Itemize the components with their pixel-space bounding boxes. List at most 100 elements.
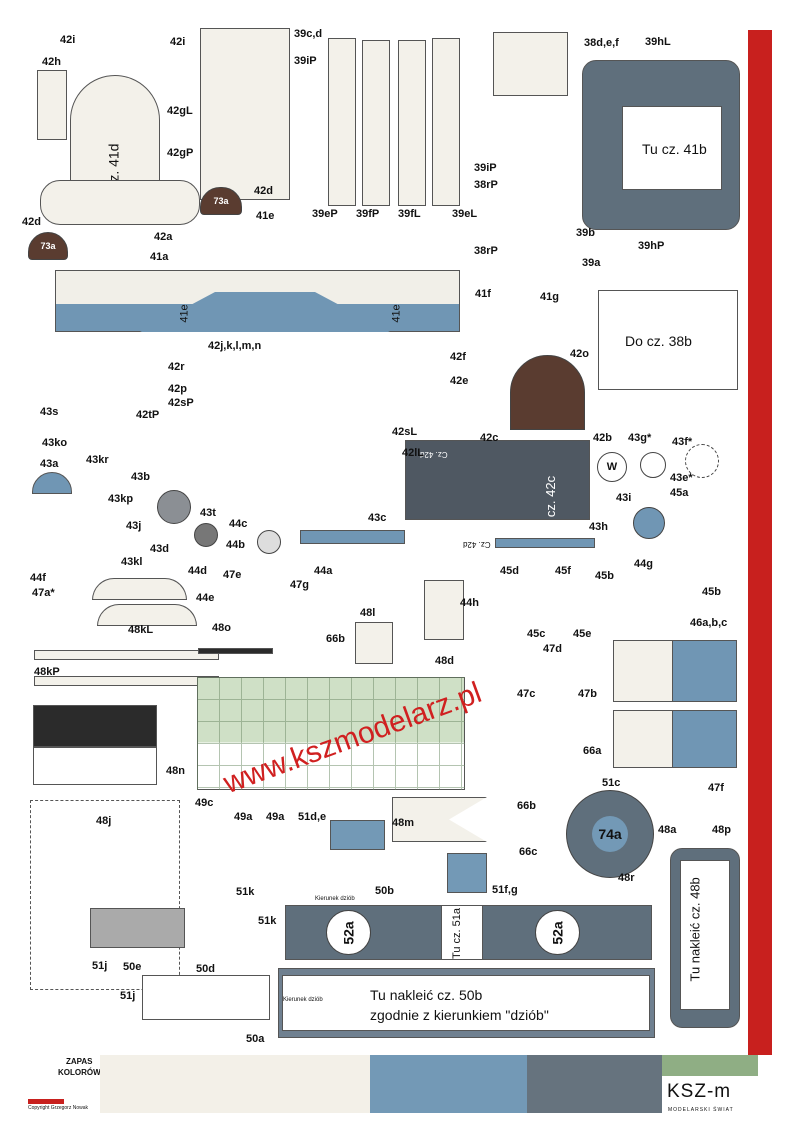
part-label: 66b [517,800,536,812]
part-43c [300,530,405,544]
part-label: 42r [168,361,185,373]
publisher-logo-red [28,1099,64,1104]
part-label: 48p [712,824,731,836]
part-label: 42i [60,34,76,46]
part-42c [405,440,590,520]
part-label: 42lL [402,447,425,459]
part-label: 50b [375,885,394,897]
part-label: 49c [195,797,214,809]
part-50d [142,975,270,1020]
do-38b-label: Do cz. 38b [625,333,692,349]
part-39eL [432,38,460,206]
part-label: 48kP [34,666,60,678]
part-label: 42gL [167,105,193,117]
part-label: 45d [500,565,519,577]
part-label: 45b [595,570,614,582]
part-label: 38rP [474,245,498,257]
part-48kP [34,676,219,686]
part-51fg [447,853,487,893]
part-label: 42sP [168,397,194,409]
part-43f [640,452,666,478]
part-label: 42j,k,l,m,n [208,340,262,352]
part-42d-73a-left: 73a [28,232,68,260]
part-label: 48o [212,622,231,634]
part-43i [633,507,665,539]
part-label: 43j [126,520,142,532]
part-label: 41g [540,291,559,303]
part-label: 50a [246,1033,265,1045]
part-label: 47e [223,569,242,581]
tu-41b-label: Tu cz. 41b [642,141,707,157]
wing-41e-label: 41e [390,304,403,323]
part-label: 43kp [108,493,134,505]
part-label: 44a [314,565,333,577]
part-46a [613,640,673,702]
part-48o [198,648,273,654]
part-label: 43e* [670,472,693,484]
part-46b-windows [613,710,673,768]
part-52a-left: 52a [326,910,371,955]
part-44h [424,580,464,640]
part-label: 44b [226,539,245,551]
part-label: 66b [326,633,345,645]
part-label: 42d [22,216,41,228]
part-label: 44f [30,572,46,584]
kolorow-label: KOLORÓW [58,1068,101,1077]
part-label: 50e [123,961,142,973]
part-38def [493,32,568,96]
part-label: 43i [616,492,632,504]
part-label: 48m [392,817,415,829]
part-label: 39iP [474,162,497,174]
part-label: 51j [120,990,136,1002]
part-49b [330,820,385,850]
part-label: 42i [170,36,186,48]
part-48d-grid [197,677,465,790]
part-label: 42c [480,432,499,444]
part-label: 51j [92,960,108,972]
cz-42d-label: Cz. 42d [463,540,491,549]
part-label: 42o [570,348,589,360]
label-74a: 74a [592,816,628,852]
part-label: 43b [131,471,150,483]
tu-50b-label-line2: zgodnie z kierunkiem "dziób" [370,1007,549,1023]
part-39fP [362,40,390,206]
part-52a-right: 52a [535,910,580,955]
part-label: 66c [519,846,538,858]
part-label: 42e [450,375,469,387]
part-label: 39eL [452,208,478,220]
w-mark: W [606,461,618,473]
part-51c-74a: 74a [566,790,654,878]
part-label: 48l [360,607,376,619]
part-48b-area [680,860,730,1010]
part-label: 43d [150,543,169,555]
part-label: 47g [290,579,309,591]
part-48n [33,705,157,747]
part-39fL [398,40,426,206]
cz-42c-label: cz. 42c [543,475,559,518]
part-label: 51c [602,777,621,789]
part-label: 42b [593,432,612,444]
part-label: 45e [573,628,592,640]
part-label: 42sL [392,426,418,438]
part-label: 41a [150,251,169,263]
part-label: 50d [196,963,215,975]
part-48kL [34,650,219,660]
part-label: 41e [256,210,275,222]
swatch-green [662,1055,758,1076]
label-73a: 73a [40,241,56,251]
label-73a: 73a [213,196,229,206]
kierunek-label: Kierunek dziób [283,997,323,1003]
part-44d [92,578,187,600]
part-48n-bottom [33,747,157,785]
ksz-logo-subtitle: MODELARSKI ŚWIAT [668,1107,734,1113]
part-label: 44h [460,597,479,609]
part-label: 39a [582,257,601,269]
copyright-label: Copyright Grzegorz Nowak [28,1105,89,1111]
part-label: 43f* [672,436,693,448]
part-label: 38d,e,f [584,37,619,49]
part-label: 47f [708,782,724,794]
part-label: 48j [96,815,112,827]
part-label: 51k [236,886,255,898]
ksz-logo: KSZ-m [667,1081,732,1102]
cz-42d-label: Cz. 42d [420,450,448,459]
